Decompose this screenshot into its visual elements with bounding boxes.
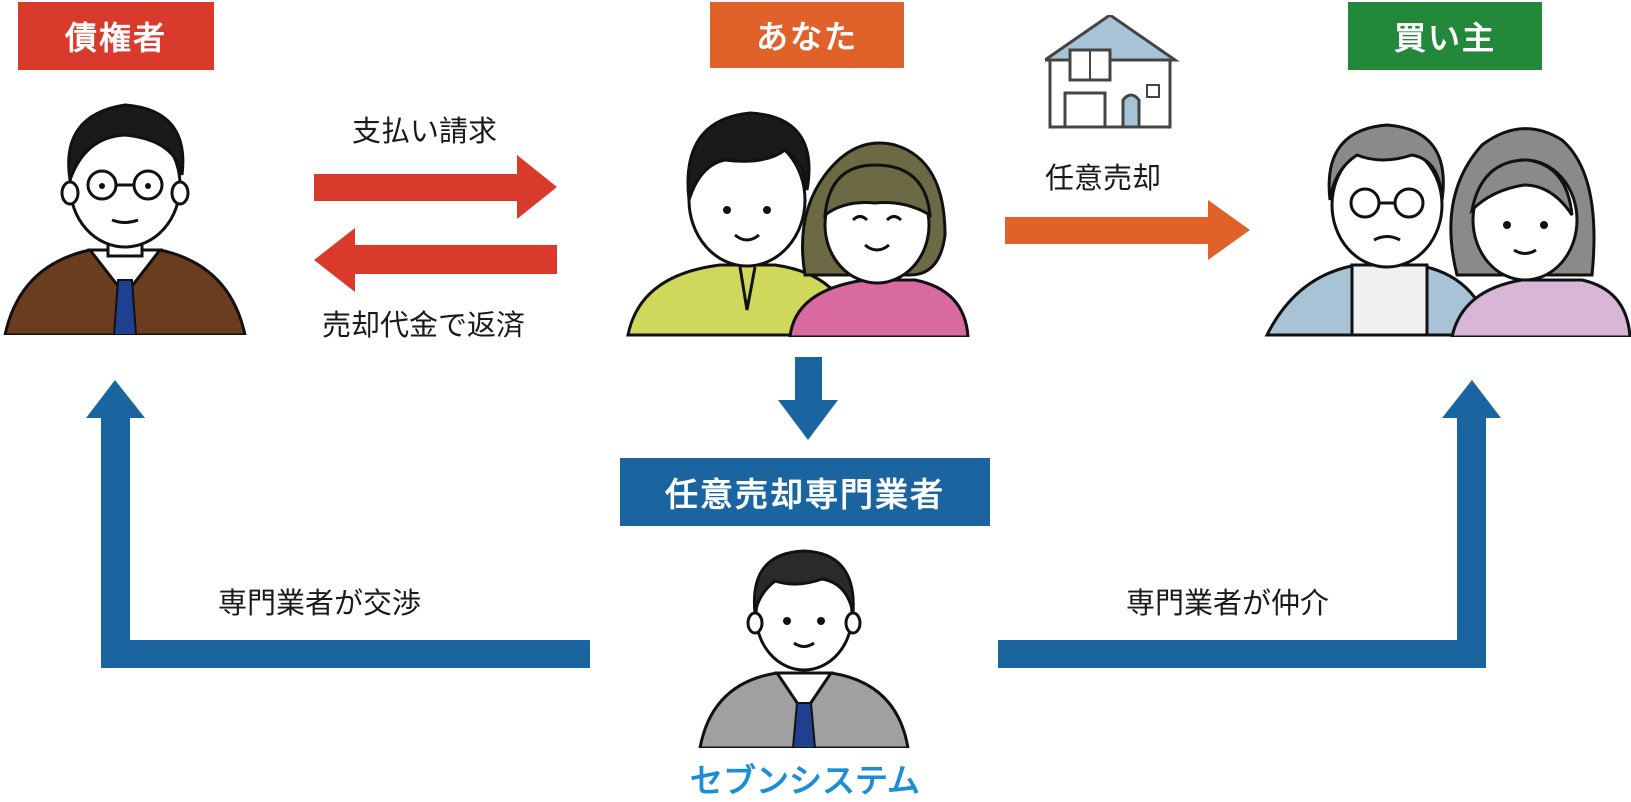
repayment-text: 売却代金で返済 <box>322 308 526 342</box>
payment-request-text: 支払い請求 <box>352 114 498 148</box>
specialist-person-icon <box>698 549 910 748</box>
negotiation-arrow <box>86 380 590 668</box>
you-label: あなた <box>710 2 904 68</box>
down-arrow <box>778 357 838 440</box>
payment-request-arrow <box>314 155 557 219</box>
voluntary-sale-text: 任意売却 <box>1045 161 1162 195</box>
repayment-arrow <box>314 228 557 292</box>
specialist-label: 任意売却専門業者 <box>620 458 990 526</box>
buyer-couple-icon <box>1264 123 1631 337</box>
buyer-label: 買い主 <box>1348 2 1542 70</box>
house-icon <box>1045 15 1180 129</box>
voluntary-sale-arrow <box>1005 200 1250 260</box>
couple-icon <box>626 111 970 337</box>
creditor-person-icon <box>3 103 247 335</box>
company-name: セブンシステム <box>690 761 921 800</box>
creditor-label: 債権者 <box>18 2 214 70</box>
mediation-arrow <box>998 380 1501 668</box>
mediation-text: 専門業者が仲介 <box>1126 586 1330 620</box>
negotiation-text: 専門業者が交渉 <box>218 586 422 620</box>
